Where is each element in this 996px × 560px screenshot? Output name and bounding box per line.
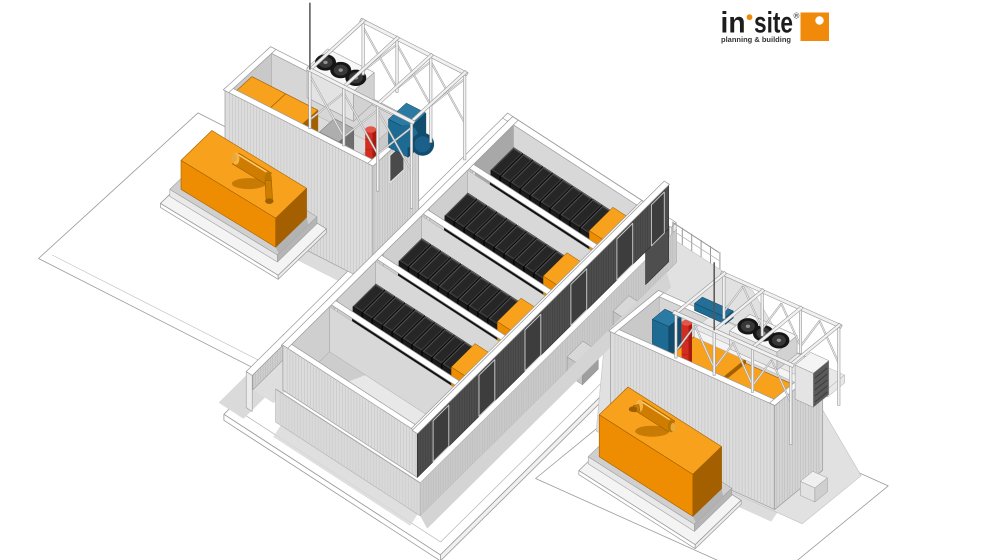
svg-text:in: in [721, 7, 746, 40]
svg-text:site: site [754, 7, 793, 40]
svg-text:®: ® [794, 12, 800, 21]
svg-text:planning & building: planning & building [721, 37, 791, 44]
